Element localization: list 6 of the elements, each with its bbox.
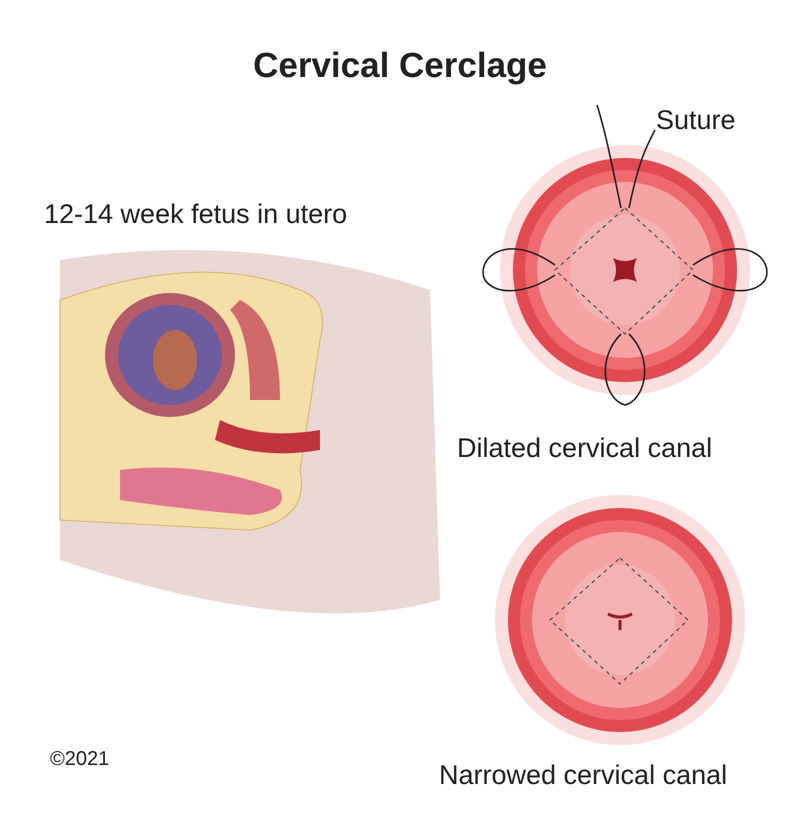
suture-label: Suture (656, 104, 736, 137)
illustration-caption: 12-14 week fetus in utero (44, 198, 348, 231)
illustration-caption: Narrowed cervical canal (439, 759, 728, 792)
copyright-note: ©2021 (50, 747, 110, 772)
illustration-caption: Dilated cervical canal (457, 432, 712, 465)
title: Cervical Cerclage (252, 45, 548, 87)
